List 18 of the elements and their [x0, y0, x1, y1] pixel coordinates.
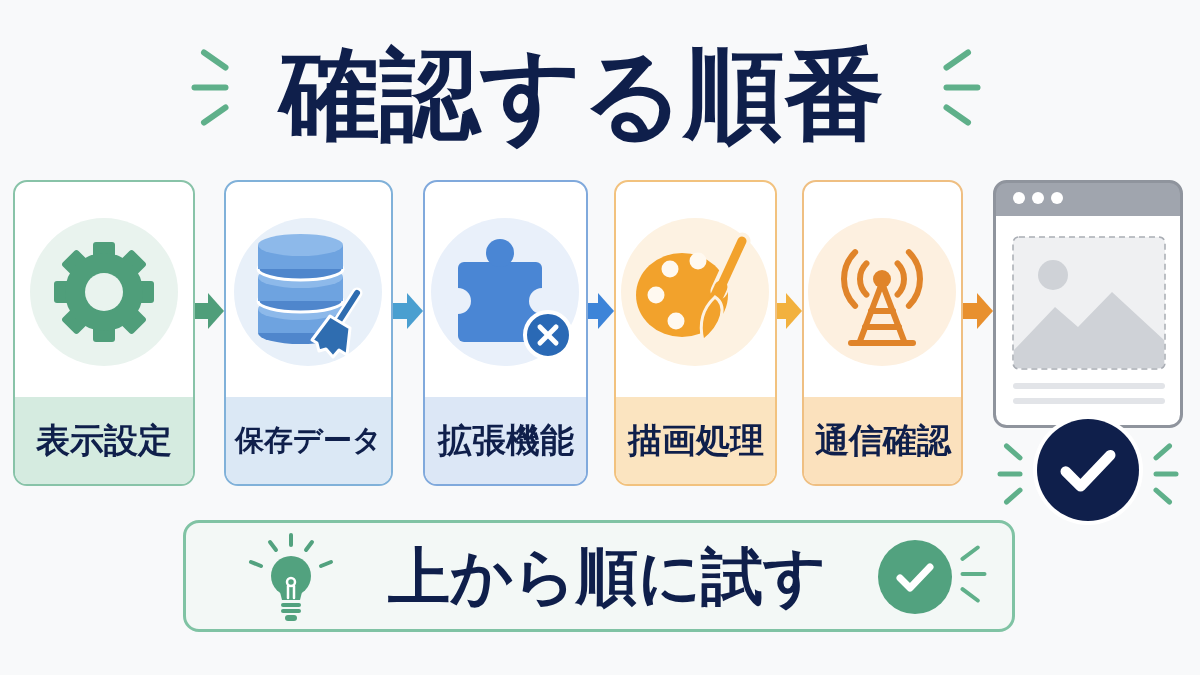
- step-card: [802, 180, 963, 486]
- step-card: [423, 180, 588, 486]
- tip-text: 上から順に試す: [388, 539, 826, 615]
- browser-window: [993, 180, 1183, 428]
- step-label: 拡張機能: [425, 397, 586, 484]
- step-card: [13, 180, 195, 486]
- arrow: [195, 293, 224, 329]
- arrow: [393, 293, 423, 329]
- step-label: 通信確認: [804, 397, 961, 484]
- tip-banner: [183, 520, 1015, 632]
- step-card: [224, 180, 393, 486]
- arrow: [777, 293, 802, 329]
- step-label: 保存データ: [226, 397, 391, 484]
- arrow: [963, 293, 993, 329]
- arrow: [588, 293, 614, 329]
- step-card: [614, 180, 777, 486]
- step-label: 表示設定: [15, 397, 193, 484]
- step-label: 描画処理: [616, 397, 775, 484]
